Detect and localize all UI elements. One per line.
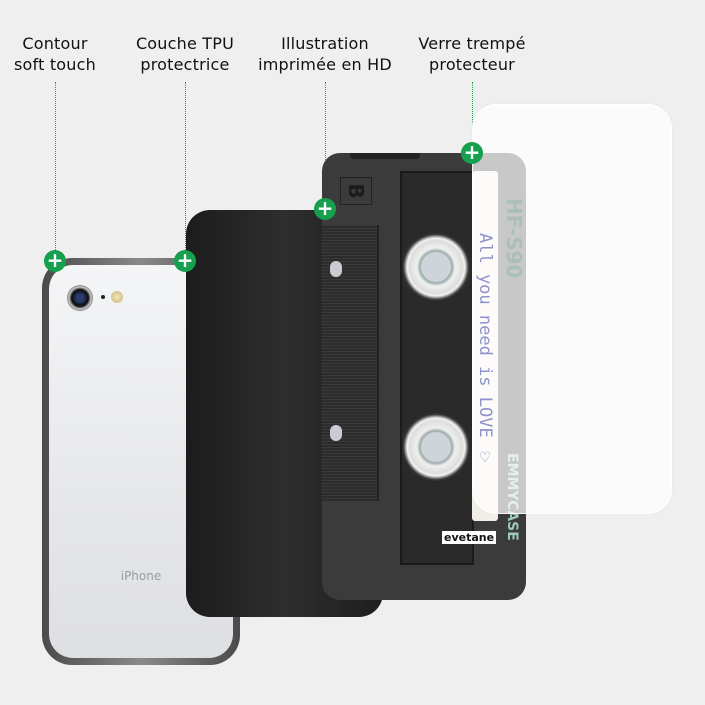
label-illustration: Illustration imprimée en HD: [245, 33, 405, 75]
cassette-handwriting: All you need is LOVE ♡: [475, 233, 495, 468]
label-line: protectrice: [140, 55, 230, 74]
iphone-text: iPhone: [120, 569, 162, 583]
reel-icon: [402, 233, 470, 301]
label-line: Verre trempé: [418, 34, 526, 53]
apple-logo-icon: [132, 355, 168, 395]
label-line: imprimée en HD: [258, 55, 392, 74]
plus-marker-icon: +: [314, 198, 336, 220]
mic-dot: [101, 295, 105, 299]
label-verre: Verre trempé protecteur: [392, 33, 552, 75]
cassette-top: [350, 153, 420, 159]
plus-marker-icon: +: [44, 250, 66, 272]
cassette-window: [400, 171, 474, 565]
label-line: Contour: [22, 34, 88, 53]
camera-icon: [67, 285, 93, 311]
reel-icon: [402, 413, 470, 481]
label-line: protecteur: [429, 55, 515, 74]
guide-line: [185, 82, 186, 252]
evetane-logo: evetane: [442, 531, 497, 544]
label-line: Illustration: [281, 34, 369, 53]
cassette-side-letter: B: [340, 177, 372, 205]
cassette-model: HF-S90: [502, 198, 526, 279]
label-line: Couche TPU: [135, 34, 235, 53]
plus-marker-icon: +: [174, 250, 196, 272]
guide-line: [472, 82, 473, 144]
guide-line: [325, 82, 326, 200]
tempered-glass-layer: [472, 104, 672, 514]
label-contour: Contour soft touch: [0, 33, 135, 75]
plus-marker-icon: +: [461, 142, 483, 164]
cassette-hole: [330, 261, 342, 277]
flash-icon: [111, 291, 123, 303]
cassette-grille: [322, 225, 379, 501]
label-tpu: Couche TPU protectrice: [105, 33, 265, 75]
guide-line: [55, 82, 56, 252]
cassette-hole: [330, 425, 342, 441]
label-line: soft touch: [14, 55, 96, 74]
